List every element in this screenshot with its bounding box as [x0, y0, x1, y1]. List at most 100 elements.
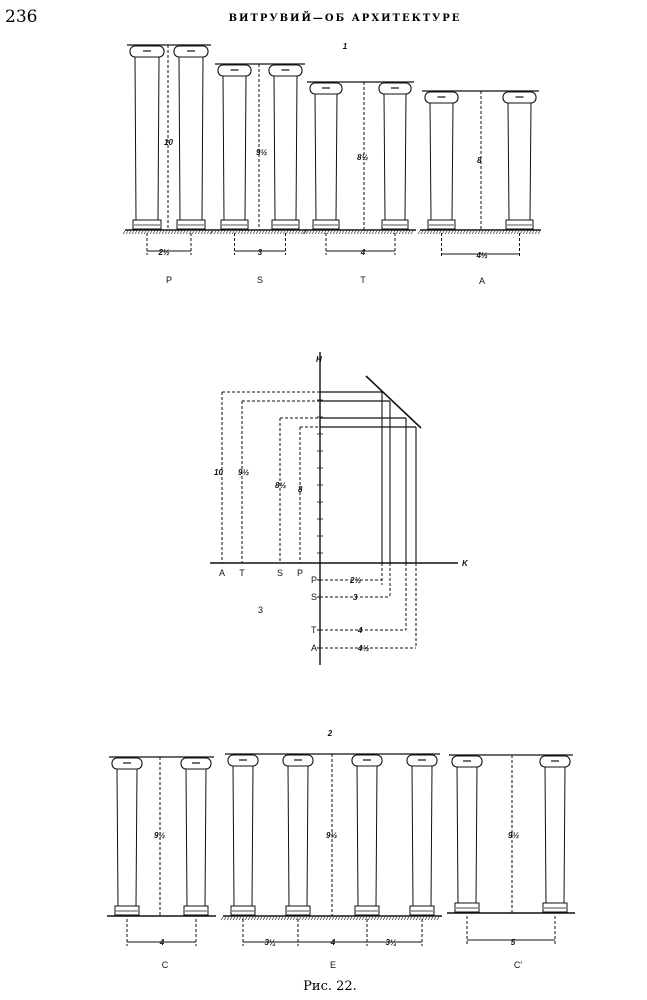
ground-hatch [400, 916, 404, 921]
column-base [132, 219, 162, 230]
ground-hatch [489, 230, 493, 235]
column-shaft [287, 765, 309, 907]
ground-hatch [407, 230, 411, 235]
ground-hatch [362, 230, 366, 235]
ground-hatch [285, 230, 289, 235]
ground-hatch [343, 916, 347, 921]
ground-hatch [383, 230, 387, 235]
ground-hatch [237, 230, 241, 235]
ground-hatch [173, 230, 177, 235]
ground-hatch [365, 230, 369, 235]
axis-letter-p: P [297, 568, 303, 578]
ground-hatch [137, 230, 141, 235]
group-letter: S [257, 275, 263, 285]
ground-hatch [397, 916, 401, 921]
ground-hatch [435, 230, 439, 235]
ground-hatch [427, 916, 431, 921]
ground-hatch [424, 916, 428, 921]
ground-hatch [314, 230, 318, 235]
ground-hatch [331, 916, 335, 921]
ground-hatch [344, 230, 348, 235]
ground-hatch [471, 230, 475, 235]
ground-hatch [286, 916, 290, 921]
ground-hatch [531, 230, 535, 235]
spacing-label: 4 [330, 938, 336, 947]
ground-hatch [385, 916, 389, 921]
diagonal-line [365, 375, 422, 429]
column-base [271, 219, 300, 230]
spacing-label: 4 [360, 248, 366, 257]
ground-hatch [468, 230, 472, 235]
ground-hatch [235, 916, 239, 921]
ground-hatch [258, 230, 262, 235]
ground-hatch [140, 230, 144, 235]
ground-hatch [438, 230, 442, 235]
ground-hatch [288, 230, 292, 235]
column-shaft [222, 75, 247, 221]
column-base [454, 902, 480, 913]
ground-hatch [322, 916, 326, 921]
ground-hatch [241, 916, 245, 921]
ground-hatch [436, 916, 440, 921]
ground-hatch [450, 230, 454, 235]
ground-hatch [220, 916, 224, 921]
ground-hatch [453, 230, 457, 235]
ground-hatch [247, 916, 251, 921]
ground-hatch [283, 916, 287, 921]
height-label: 8 [477, 156, 482, 165]
ground-hatch [298, 916, 302, 921]
ground-hatch [417, 230, 421, 235]
figure2-group-c: 9½ 4 C [154, 831, 169, 970]
column-base [220, 219, 249, 230]
ground-hatch [240, 230, 244, 235]
column-base [542, 902, 568, 913]
column-shaft [134, 56, 160, 221]
ground-hatch [328, 916, 332, 921]
ground-hatch [319, 916, 323, 921]
group-letter: T [360, 275, 366, 285]
ground-hatch [267, 230, 271, 235]
ground-hatch [358, 916, 362, 921]
ground-hatch [350, 230, 354, 235]
ground-hatch [213, 230, 217, 235]
column-shaft [178, 56, 204, 221]
ground-hatch [261, 230, 265, 235]
ground-hatch [143, 230, 147, 235]
ground-hatch [386, 230, 390, 235]
ground-hatch [209, 230, 213, 235]
ground-hatch [353, 230, 357, 235]
figure2-group-e: 9½ 3¼ 4 3¼ E [264, 831, 396, 970]
ground-hatch [474, 230, 478, 235]
ground-hatch [465, 230, 469, 235]
ground-hatch [222, 230, 226, 235]
ground-hatch [525, 230, 529, 235]
ground-hatch [308, 230, 312, 235]
ground-hatch [300, 230, 304, 235]
ground-hatch [356, 230, 360, 235]
ground-hatch [374, 230, 378, 235]
ground-hatch [197, 230, 201, 235]
height-label: 10 [164, 138, 173, 147]
group-letter: C [162, 960, 169, 970]
ground-hatch [404, 230, 408, 235]
spacing-label: 3¼ [264, 938, 275, 947]
figure1-number: 1 [343, 42, 348, 51]
row-letter-s: S [311, 592, 317, 602]
ground-hatch [373, 916, 377, 921]
ground-hatch [182, 230, 186, 235]
column-shaft [456, 766, 478, 904]
spacing-label: 4½ [475, 251, 487, 260]
ground-hatch [282, 230, 286, 235]
ground-hatch [513, 230, 517, 235]
column-base [114, 905, 140, 916]
ground-hatch [423, 230, 427, 235]
column-base [230, 905, 256, 916]
ground-hatch [225, 230, 229, 235]
ground-hatch [291, 230, 295, 235]
ground-hatch [270, 230, 274, 235]
ground-hatch [380, 230, 384, 235]
row-value-p: 2½ [349, 576, 361, 585]
height-label-9-5: 9½ [238, 468, 249, 477]
column-shaft [116, 768, 138, 907]
